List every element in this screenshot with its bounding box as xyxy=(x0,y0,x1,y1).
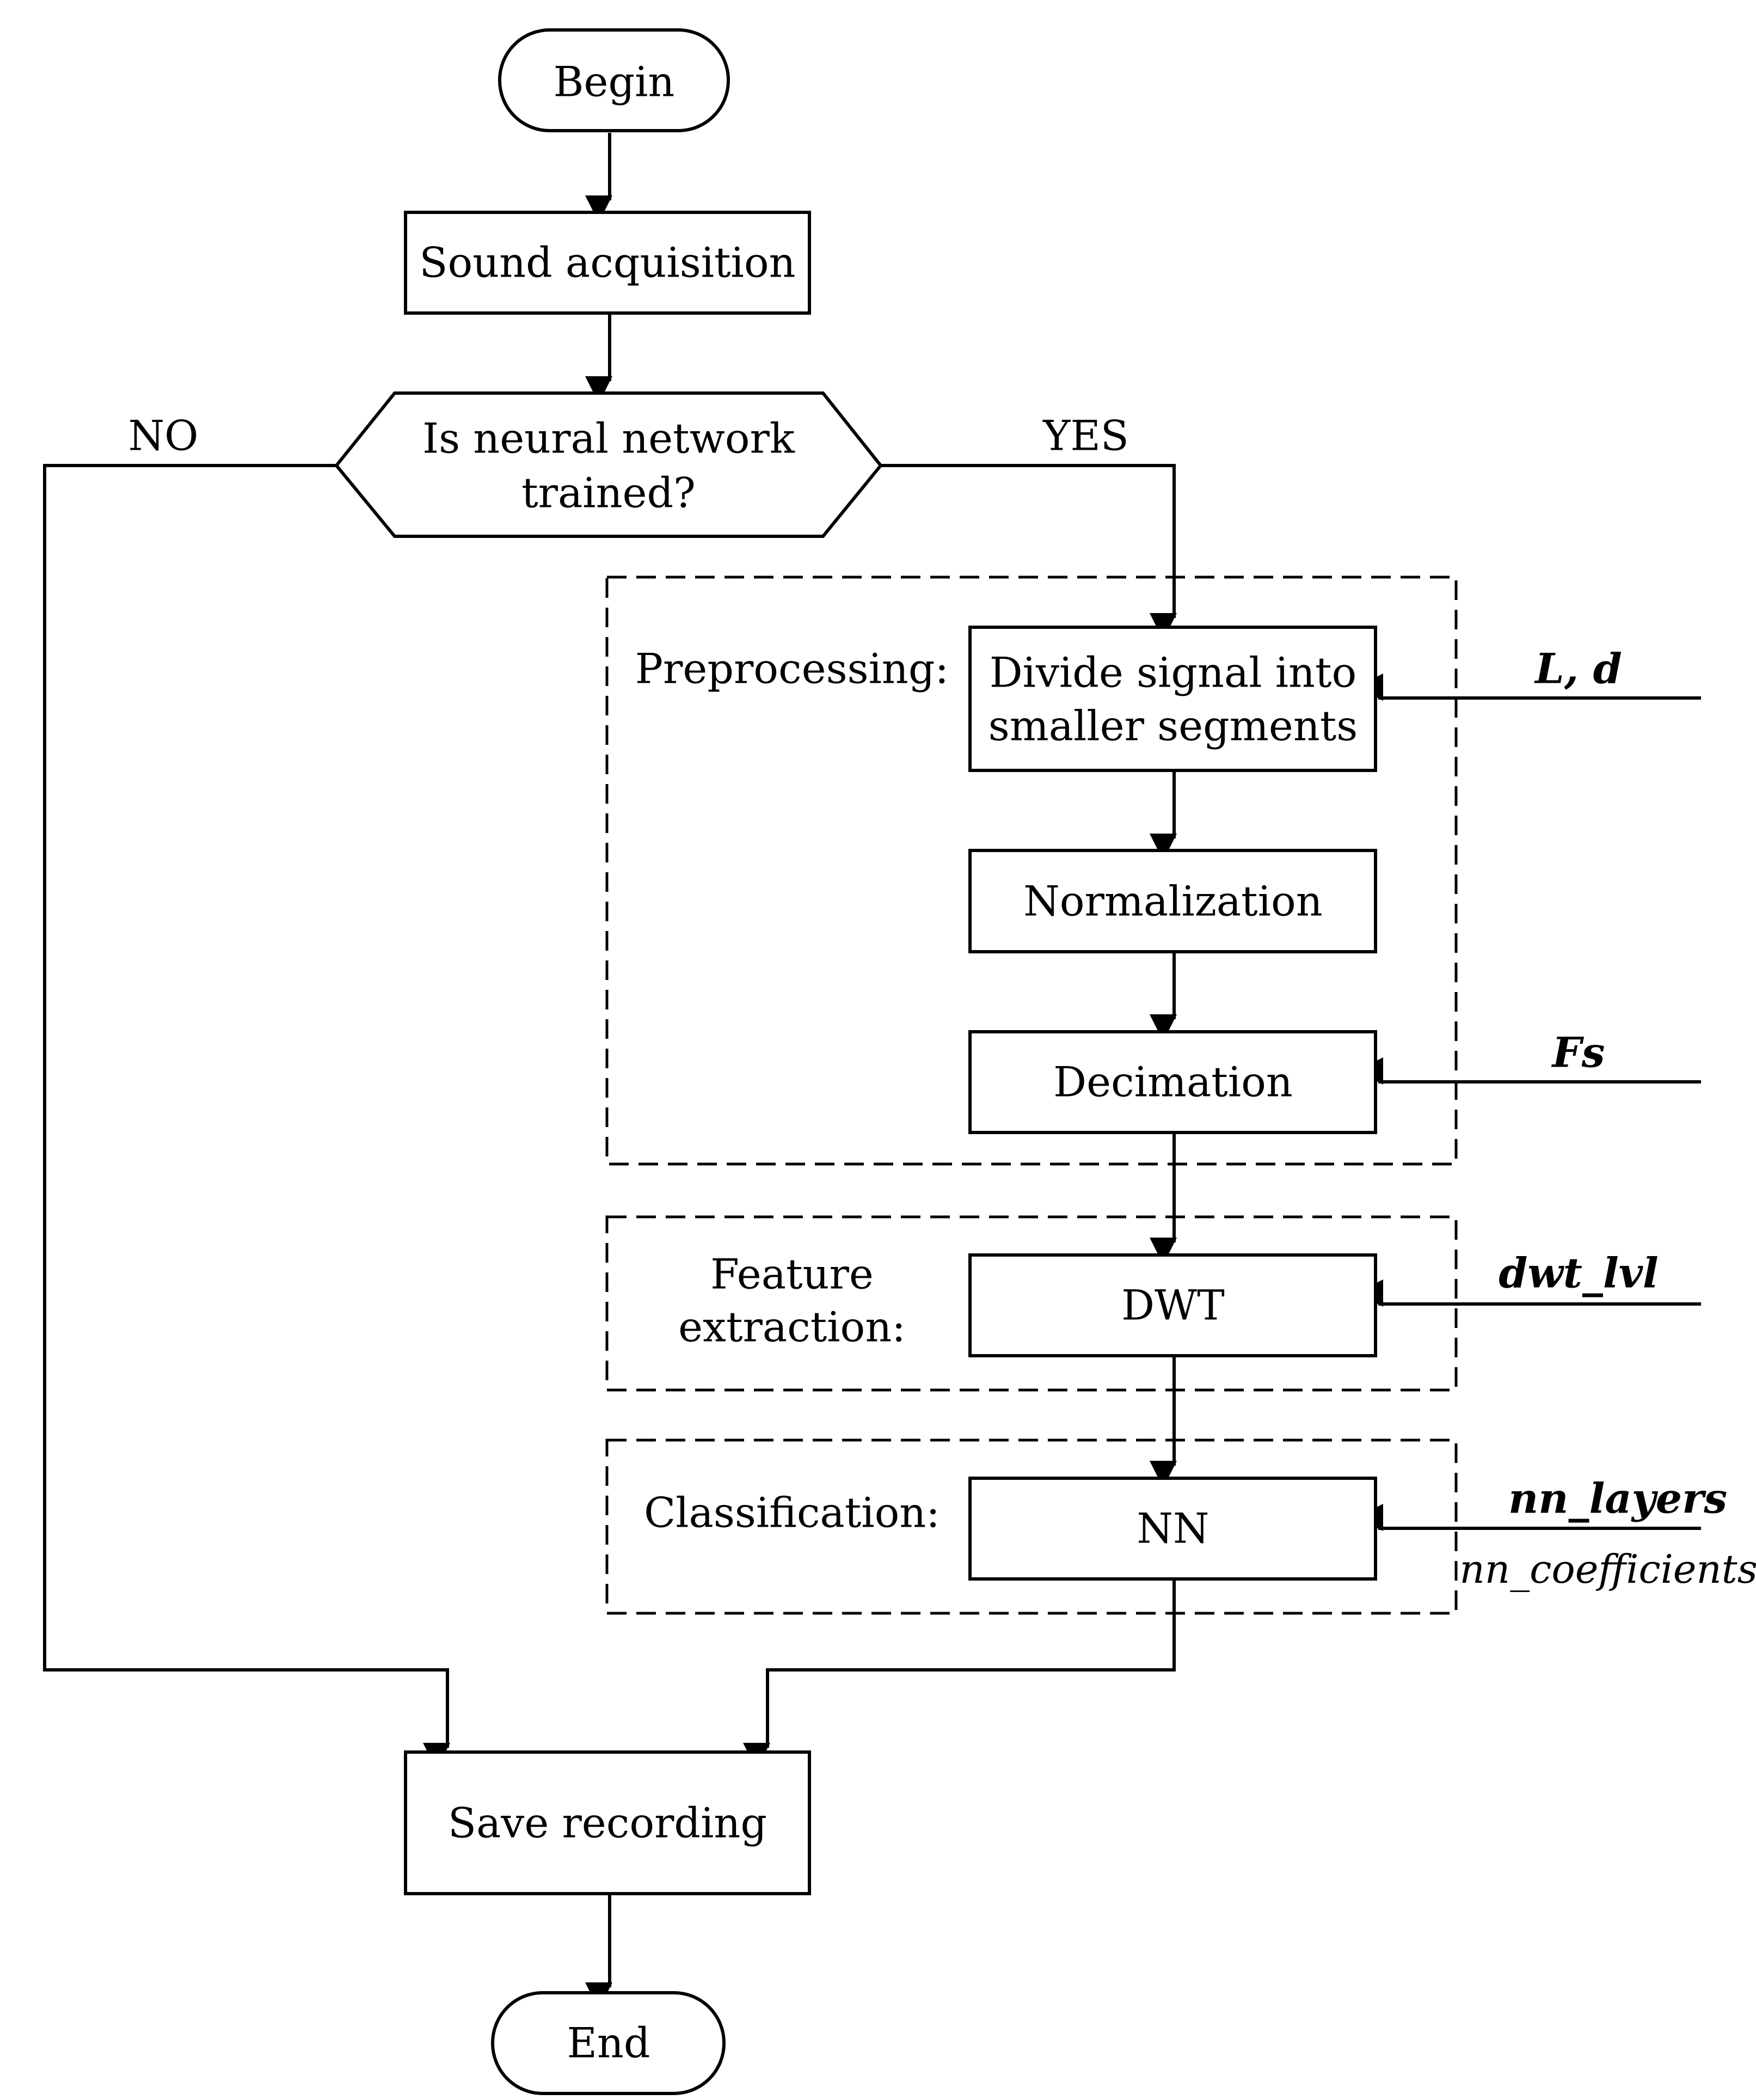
feature-label-line-1: Feature xyxy=(710,1250,874,1299)
end-label: End xyxy=(567,2019,650,2067)
no-branch-label: NO xyxy=(128,412,199,460)
classification-group xyxy=(605,1438,1458,1615)
connectors xyxy=(43,133,1701,2010)
yes-branch-label: YES xyxy=(1042,412,1129,460)
dwt-step: DWT xyxy=(968,1253,1377,1357)
trained-decision: Is neural network trained? xyxy=(334,391,883,538)
save-recording-label: Save recording xyxy=(448,1799,767,1847)
decision-line-1: Is neural network xyxy=(422,414,795,463)
sound-acquisition-step: Sound acquisition xyxy=(404,211,811,315)
sound-acquisition-label: Sound acquisition xyxy=(419,238,795,287)
nn-step: NN xyxy=(968,1477,1377,1581)
nn-coefficients-parameter: nn_coefficients xyxy=(1459,1546,1756,1592)
segmentation-parameter: L, d xyxy=(1534,645,1622,693)
nn-layers-parameter: nn_layers xyxy=(1508,1474,1727,1523)
begin-label: Begin xyxy=(554,58,675,106)
divide-line-1: Divide signal into xyxy=(990,648,1357,697)
decimation-label: Decimation xyxy=(1053,1058,1293,1106)
feature-extraction-group xyxy=(605,1215,1458,1392)
dwt-label: DWT xyxy=(1121,1281,1225,1330)
normalization-label: Normalization xyxy=(1023,877,1322,926)
nn-label: NN xyxy=(1137,1504,1209,1553)
dwt-level-parameter: dwt_lvl xyxy=(1499,1249,1659,1297)
begin-terminal: Begin xyxy=(498,28,730,132)
decimation-step: Decimation xyxy=(968,1030,1377,1134)
end-terminal: End xyxy=(491,1991,726,2095)
divide-signal-step: Divide signal into smaller segments xyxy=(968,626,1377,772)
save-recording-step: Save recording xyxy=(404,1750,811,1895)
sampling-parameter: Fs xyxy=(1551,1028,1605,1077)
divide-line-2: smaller segments xyxy=(988,702,1358,750)
decision-line-2: trained? xyxy=(521,469,696,517)
preprocessing-group xyxy=(605,575,1458,1166)
preprocessing-label: Preprocessing: xyxy=(635,645,949,693)
classification-label: Classification: xyxy=(644,1489,940,1537)
normalization-step: Normalization xyxy=(968,849,1377,953)
feature-label-line-2: extraction: xyxy=(678,1303,906,1351)
